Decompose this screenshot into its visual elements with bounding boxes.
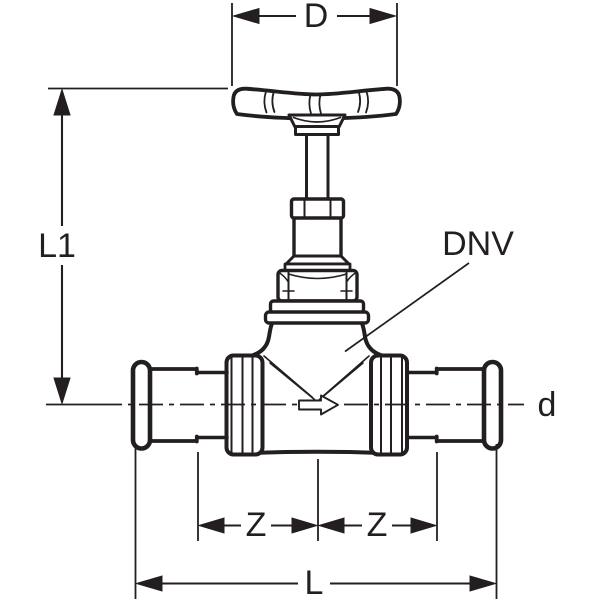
DNV-leader-line — [344, 262, 470, 353]
dim-L-arrow-right — [469, 575, 498, 592]
dim-label-d: d — [538, 386, 557, 424]
dim-L-arrow-left — [134, 575, 163, 592]
dim-label-Z-right: Z — [367, 506, 388, 544]
valve-bonnet-and-stem — [263, 131, 371, 325]
dim-Z-right-arrow-left — [317, 517, 345, 534]
hex-chamfer-arcs — [278, 272, 357, 292]
dim-label-Z-left: Z — [246, 506, 267, 544]
dim-label-D: D — [304, 0, 329, 35]
dim-D-arrow-left — [231, 7, 260, 25]
dim-label-DNV: DNV — [442, 225, 514, 263]
dim-Z-right-arrow-right — [410, 517, 438, 534]
seat-funnel-lines — [263, 355, 370, 401]
tube-left — [195, 370, 229, 440]
valve-stem — [305, 131, 330, 202]
tube-right — [405, 370, 439, 440]
dim-Z-left-arrow-left — [197, 517, 225, 534]
dim-Z-extension-lines — [197, 452, 319, 541]
handwheel-spokes — [263, 90, 370, 115]
gland-nut — [289, 197, 346, 220]
hub-dome-arc — [292, 116, 342, 123]
flow-direction-arrow — [298, 394, 339, 416]
dimension-Z-right — [317, 452, 438, 541]
dimension-L — [134, 444, 498, 599]
socket-left — [147, 366, 199, 444]
body-shell — [249, 319, 385, 455]
dim-L1-arrow-top — [53, 87, 71, 116]
bonnet-column — [292, 215, 343, 262]
dimension-Z-left — [197, 452, 319, 541]
dimension-L1 — [48, 87, 228, 406]
dim-D-extension-lines — [231, 3, 398, 86]
dim-L1-arrow-bottom — [53, 377, 71, 406]
socket-right — [434, 366, 487, 444]
dim-L-extension-lines — [134, 444, 498, 599]
dim-D-arrow-right — [369, 7, 398, 25]
dim-label-L: L — [305, 564, 324, 600]
dimension-D — [231, 3, 398, 86]
handwheel — [231, 86, 402, 136]
dim-label-L1: L1 — [38, 227, 76, 265]
valve-body — [130, 319, 504, 457]
gland-nut-faces — [303, 199, 332, 218]
hub-block — [294, 125, 340, 136]
dim-Z-left-arrow-right — [291, 517, 319, 534]
hex-face-lines — [287, 271, 348, 301]
flange-lower — [263, 310, 371, 325]
